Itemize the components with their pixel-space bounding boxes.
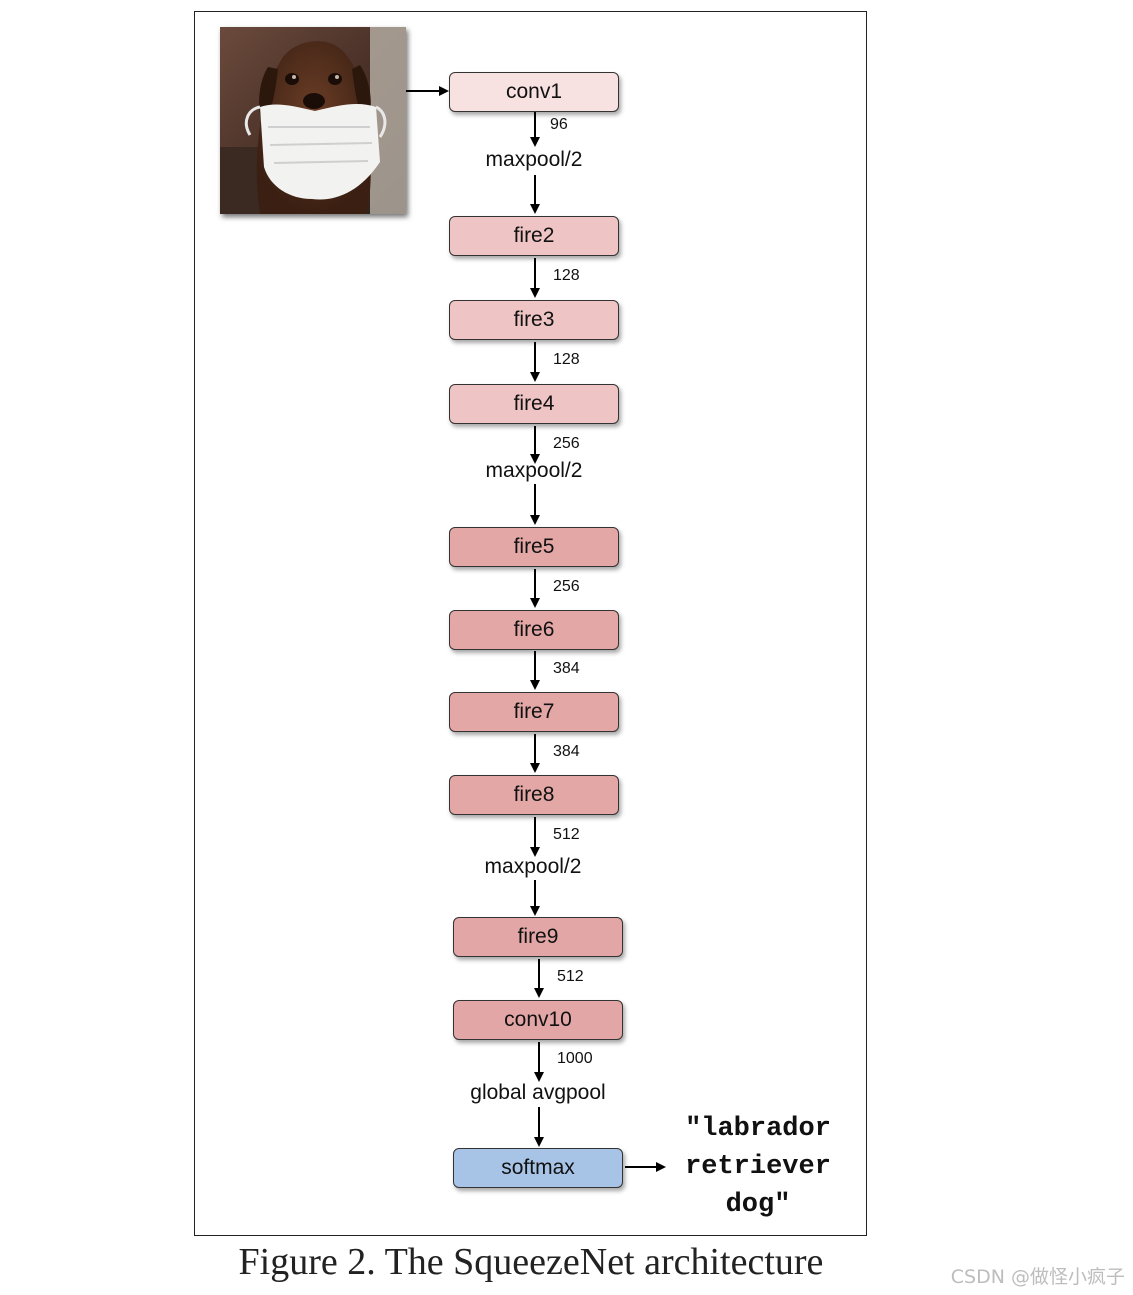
channels-fire2: 128 — [553, 267, 580, 284]
input-dog-photo — [220, 27, 406, 214]
watermark: CSDN @做怪小疯子 — [950, 1266, 1125, 1288]
layer-fire2: fire2 — [449, 216, 619, 256]
channels-fire6: 384 — [553, 660, 580, 677]
output-label: "labrador retriever dog" — [668, 1110, 848, 1224]
op-maxpool-3: maxpool/2 — [484, 855, 582, 878]
op-maxpool-2: maxpool/2 — [485, 459, 583, 482]
layer-conv10: conv10 — [453, 1000, 623, 1040]
layer-fire3: fire3 — [449, 300, 619, 340]
layer-fire4: fire4 — [449, 384, 619, 424]
layer-fire8: fire8 — [449, 775, 619, 815]
layer-conv1: conv1 — [449, 72, 619, 112]
channels-fire8: 512 — [553, 826, 580, 843]
channels-conv1: 96 — [550, 116, 568, 133]
channels-fire5: 256 — [553, 578, 580, 595]
channels-conv10: 1000 — [557, 1050, 593, 1067]
channels-fire7: 384 — [553, 743, 580, 760]
channels-fire4: 256 — [553, 435, 580, 452]
figure-frame — [194, 11, 867, 1236]
channels-fire3: 128 — [553, 351, 580, 368]
layer-softmax: softmax — [453, 1148, 623, 1188]
layer-fire9: fire9 — [453, 917, 623, 957]
output-line-2: retriever — [685, 1152, 831, 1182]
layer-fire6: fire6 — [449, 610, 619, 650]
layer-fire5: fire5 — [449, 527, 619, 567]
output-line-3: dog" — [725, 1190, 791, 1220]
layer-fire7: fire7 — [449, 692, 619, 732]
figure-caption: Figure 2. The SqueezeNet architecture — [238, 1241, 824, 1283]
output-line-1: "labrador — [685, 1114, 831, 1144]
op-global-avgpool: global avgpool — [470, 1081, 606, 1104]
channels-fire9: 512 — [557, 968, 584, 985]
op-maxpool-1: maxpool/2 — [485, 148, 583, 171]
